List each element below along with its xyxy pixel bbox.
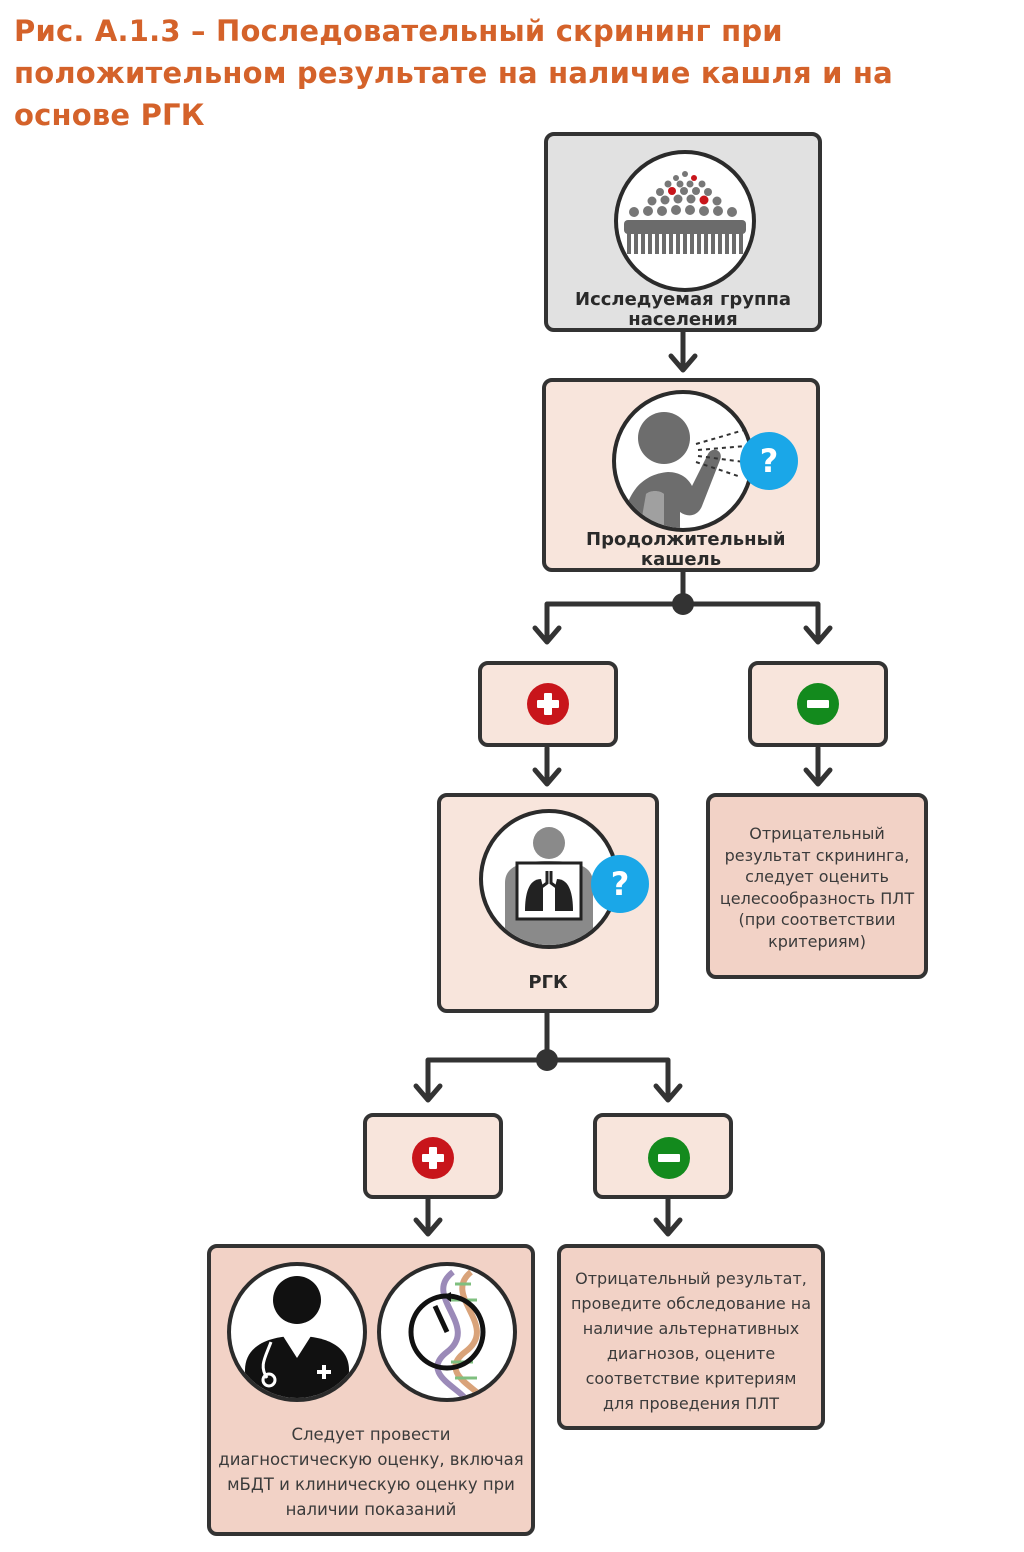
cxr-positive-result: Следует провести диагностическую оценку,… [207, 1244, 535, 1536]
plus-icon [412, 1137, 454, 1179]
cough-negative-box [748, 661, 888, 747]
cxr-positive-text: Следует провести диагностическую оценку,… [218, 1425, 524, 1519]
junction-dot [672, 593, 694, 615]
cough-negative-result: Отрицательный результат скрининга, следу… [706, 793, 928, 979]
figure-title: Рис. А.1.3 – Последовательный скрининг п… [14, 14, 893, 132]
crowd-icon [614, 150, 756, 292]
doctor-icon [227, 1262, 367, 1402]
cxr-negative-box [593, 1113, 733, 1199]
junction-dot [536, 1049, 558, 1071]
minus-icon [648, 1137, 690, 1179]
chest-xray-icon [479, 809, 619, 949]
cxr-negative-result: Отрицательный результат, проведите обсле… [557, 1244, 825, 1430]
population-box: Исследуемая группа населения [544, 132, 822, 332]
cxr-label: РГК [528, 972, 568, 993]
cxr-box: ? РГК [437, 793, 659, 1013]
cxr-negative-text: Отрицательный результат, проведите обсле… [570, 1269, 812, 1413]
question-badge-icon: ? [740, 432, 798, 490]
dna-timer-icon [377, 1262, 517, 1402]
cough-negative-text: Отрицательный результат скрининга, следу… [719, 824, 915, 951]
cxr-positive-box [363, 1113, 503, 1199]
cough-box: ? Продолжительный кашель [542, 378, 820, 572]
cough-positive-box [478, 661, 618, 747]
coughing-person-icon [612, 390, 754, 532]
plus-icon [527, 683, 569, 725]
minus-icon [797, 683, 839, 725]
question-badge-icon: ? [591, 855, 649, 913]
population-label: Исследуемая группа населения [575, 289, 791, 330]
cough-label: Продолжительный кашель [586, 529, 786, 570]
